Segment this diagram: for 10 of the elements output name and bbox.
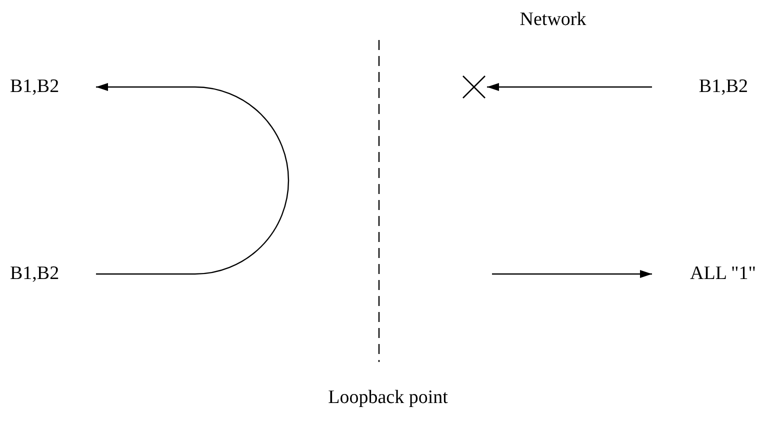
- arrow: [487, 83, 652, 91]
- arrow: [96, 83, 289, 275]
- signal-label: B1,B2: [10, 74, 96, 100]
- cross-mark: [463, 76, 485, 98]
- arrow: [492, 270, 652, 278]
- side-heading: Network: [520, 9, 586, 31]
- signal-label: ALL "1": [652, 261, 756, 287]
- signal-label: B1,B2: [652, 74, 748, 100]
- signal-label: B1,B2: [10, 261, 96, 287]
- caption-text: Loopback point: [328, 387, 448, 409]
